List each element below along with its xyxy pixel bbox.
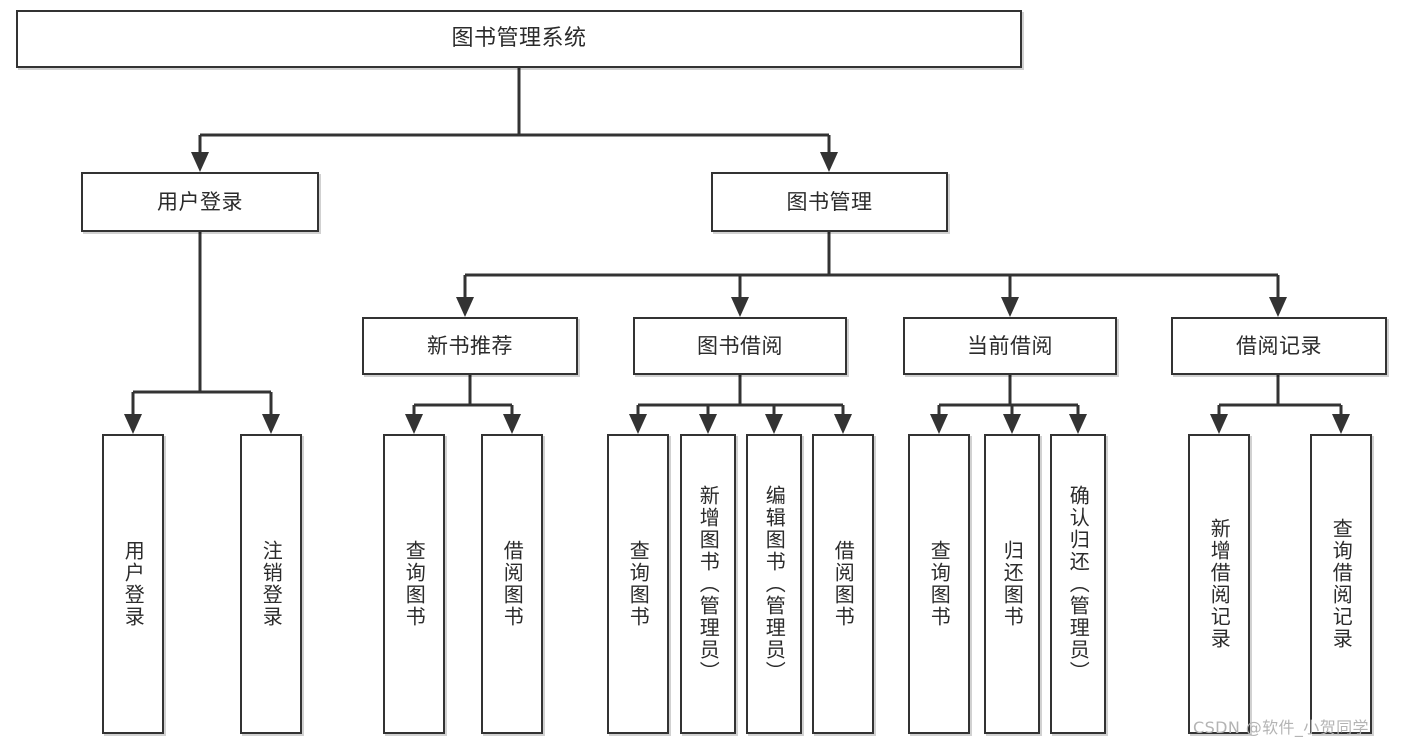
- node-label: 归还图书: [1000, 540, 1025, 628]
- node-l-userlogin[interactable]: 用户登录: [102, 434, 164, 734]
- node-l-bk-query[interactable]: 查询图书: [607, 434, 669, 734]
- arrowhead-g-login-0: [124, 414, 142, 434]
- node-n-records[interactable]: 借阅记录: [1171, 317, 1387, 375]
- node-n-login[interactable]: 用户登录: [81, 172, 319, 232]
- arrowhead-g-root-0: [191, 152, 209, 172]
- node-label: 借阅图书: [500, 540, 525, 628]
- node-l-bk-edit[interactable]: 编辑图书（管理员）: [746, 434, 802, 734]
- node-l-bk-add[interactable]: 新增图书（管理员）: [680, 434, 736, 734]
- node-l-rc-query[interactable]: 查询借阅记录: [1310, 434, 1372, 734]
- node-l-nb-query[interactable]: 查询图书: [383, 434, 445, 734]
- node-n-current[interactable]: 当前借阅: [903, 317, 1117, 375]
- arrowhead-g-borrow-0: [629, 414, 647, 434]
- node-label: 查询图书: [626, 540, 651, 628]
- node-n-newbook[interactable]: 新书推荐: [362, 317, 578, 375]
- node-n-bookmgmt[interactable]: 图书管理: [711, 172, 948, 232]
- node-label: 编辑图书（管理员）: [762, 485, 787, 683]
- arrowhead-g-bookmgmt-0: [456, 297, 474, 317]
- arrowhead-g-records-1: [1332, 414, 1350, 434]
- arrowhead-g-bookmgmt-3: [1269, 297, 1287, 317]
- node-label: 图书管理: [786, 189, 873, 214]
- node-n-borrow[interactable]: 图书借阅: [633, 317, 847, 375]
- node-l-nb-borrow[interactable]: 借阅图书: [481, 434, 543, 734]
- node-label: 新书推荐: [427, 333, 513, 358]
- node-label: 当前借阅: [967, 333, 1053, 358]
- node-root[interactable]: 图书管理系统: [16, 10, 1022, 68]
- node-label: 图书借阅: [697, 333, 783, 358]
- node-label: 新增借阅记录: [1207, 518, 1232, 650]
- node-label: 新增图书（管理员）: [696, 485, 721, 683]
- node-label: 查询图书: [927, 540, 952, 628]
- node-label: 借阅记录: [1236, 333, 1322, 358]
- arrowhead-g-newbook-0: [405, 414, 423, 434]
- node-label: 图书管理系统: [451, 26, 587, 52]
- node-label: 借阅图书: [831, 540, 856, 628]
- node-l-cb-query[interactable]: 查询图书: [908, 434, 970, 734]
- node-l-cb-confirm[interactable]: 确认归还（管理员）: [1050, 434, 1106, 734]
- arrowhead-g-borrow-2: [765, 414, 783, 434]
- node-label: 查询借阅记录: [1329, 518, 1354, 650]
- node-label: 查询图书: [402, 540, 427, 628]
- node-l-rc-add[interactable]: 新增借阅记录: [1188, 434, 1250, 734]
- arrowhead-g-newbook-1: [503, 414, 521, 434]
- arrowhead-g-login-1: [262, 414, 280, 434]
- arrowhead-g-borrow-1: [699, 414, 717, 434]
- arrowhead-g-borrow-3: [834, 414, 852, 434]
- node-label: 确认归还（管理员）: [1066, 485, 1091, 683]
- arrowhead-g-records-0: [1210, 414, 1228, 434]
- arrowhead-g-root-1: [820, 152, 838, 172]
- arrowhead-g-current-1: [1003, 414, 1021, 434]
- node-l-bk-borrow[interactable]: 借阅图书: [812, 434, 874, 734]
- node-label: 注销登录: [259, 540, 284, 628]
- node-l-logout[interactable]: 注销登录: [240, 434, 302, 734]
- node-label: 用户登录: [157, 189, 243, 214]
- arrowhead-g-bookmgmt-1: [731, 297, 749, 317]
- arrowhead-g-current-0: [930, 414, 948, 434]
- arrowhead-g-current-2: [1069, 414, 1087, 434]
- node-l-cb-return[interactable]: 归还图书: [984, 434, 1040, 734]
- node-label: 用户登录: [121, 540, 146, 628]
- arrowhead-g-bookmgmt-2: [1001, 297, 1019, 317]
